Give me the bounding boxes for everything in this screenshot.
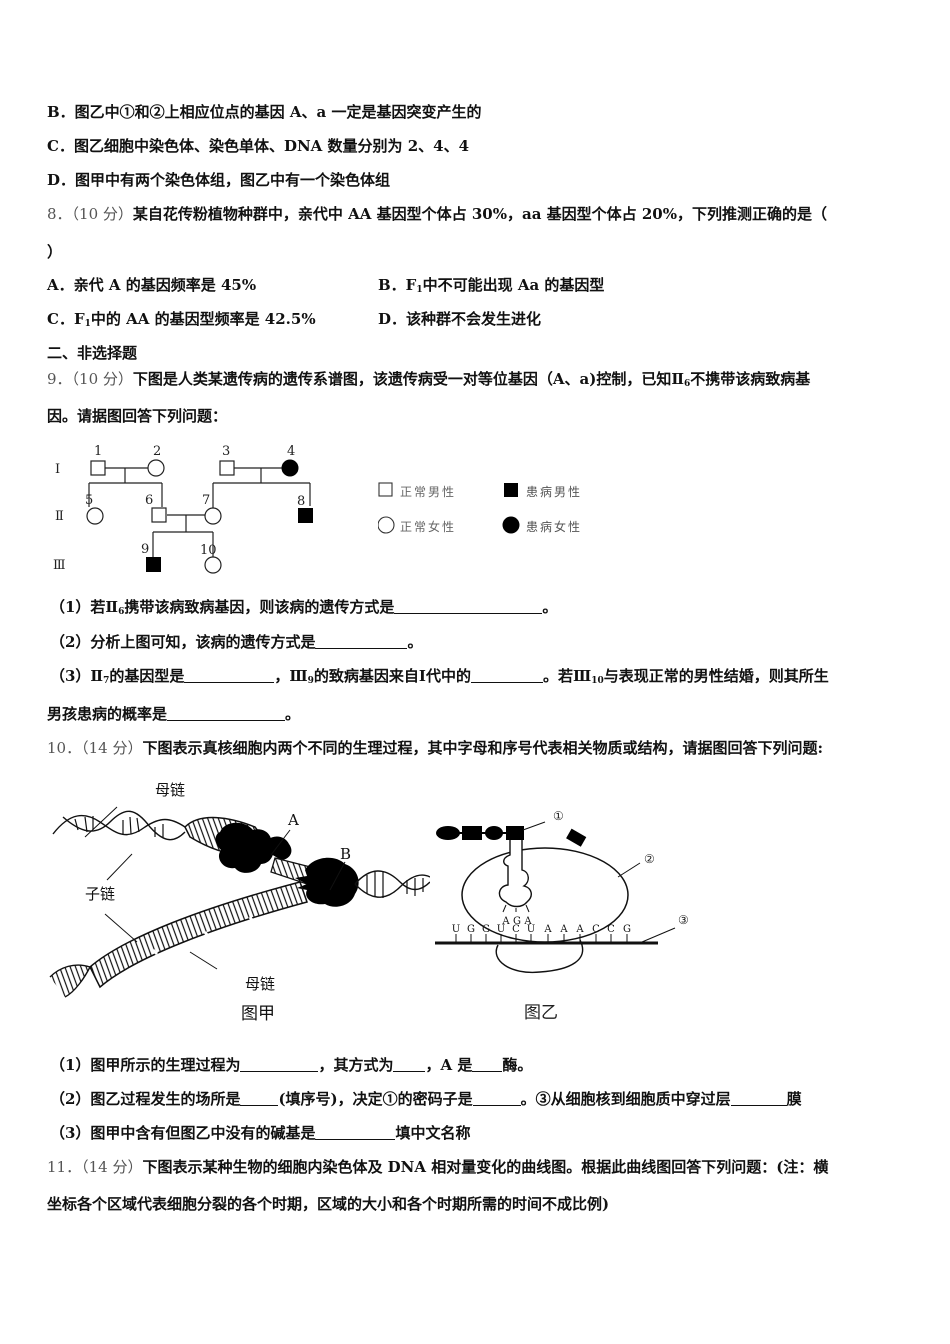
svg-text:①: ①: [553, 809, 564, 823]
svg-text:G: G: [467, 924, 475, 935]
svg-text:Ⅲ: Ⅲ: [53, 558, 66, 573]
q9-sub3: （3）Ⅱ7的基因型是，Ⅲ9的致病基因来自Ⅰ代中的。若Ⅲ10与表现正常的男性结婚，…: [50, 667, 829, 686]
individual-8: [298, 508, 313, 523]
svg-text:9: 9: [141, 542, 149, 557]
individual-2: [147, 459, 165, 477]
svg-text:10: 10: [200, 543, 217, 558]
q8-stem: 8．（10 分）某自花传粉植物种群中，亲代中 AA 基因型个体占 30%，aa …: [47, 204, 827, 224]
svg-text:Ⅰ: Ⅰ: [55, 462, 60, 477]
pedigree-legend: 正常男性 患病男性 正常女性 患病女性: [378, 481, 608, 541]
q10-sub2: （2）图乙过程发生的场所是(填序号)，决定①的密码子是。③从细胞核到细胞质中穿过…: [50, 1090, 802, 1108]
answer-blank[interactable]: [470, 668, 543, 683]
answer-blank[interactable]: [394, 599, 543, 614]
q8-number: 8．: [47, 205, 72, 223]
svg-text:8: 8: [297, 494, 305, 509]
svg-text:U: U: [452, 924, 460, 935]
individual-4: [281, 459, 299, 477]
answer-blank[interactable]: [240, 1057, 319, 1072]
q10-sub3: （3）图甲中含有但图乙中没有的碱基是填中文名称: [50, 1124, 471, 1142]
figure-yi-translation: A G A U G G U C U A A A C C G ① ② ③ 图乙: [435, 809, 689, 1023]
svg-text:3: 3: [222, 444, 230, 459]
svg-text:A: A: [523, 916, 532, 927]
q7-option-b: B．图乙中①和②上相应位点的基因 A、a 一定是基因突变产生的: [47, 103, 482, 121]
svg-text:5: 5: [85, 493, 93, 508]
q7-option-d: D．图甲中有两个染色体组，图乙中有一个染色体组: [47, 171, 391, 189]
svg-text:③: ③: [678, 913, 689, 927]
q9-sub3-line2: 男孩患病的概率是。: [47, 705, 301, 723]
q8-option-b: B．F1中不可能出现 Aa 的基因型: [378, 276, 605, 295]
individual-3: [219, 460, 235, 476]
svg-text:图甲: 图甲: [241, 1004, 275, 1024]
q8-stem-end: ）: [47, 243, 63, 261]
individual-6: [151, 507, 167, 523]
answer-blank[interactable]: [730, 1091, 787, 1106]
svg-text:Ⅱ: Ⅱ: [55, 509, 64, 524]
q11-stem: 11．（14 分）下图表示某种生物的细胞内染色体及 DNA 相对量变化的曲线图。…: [47, 1158, 829, 1176]
svg-text:G: G: [623, 924, 631, 935]
svg-text:②: ②: [644, 852, 655, 866]
svg-text:C: C: [607, 924, 615, 935]
normal-male-icon: [378, 482, 393, 497]
q9-sub2: （2）分析上图可知，该病的遗传方式是。: [50, 633, 423, 651]
q8-option-a: A．亲代 A 的基因频率是 45%: [47, 276, 257, 294]
q9-sub1: （1）若Ⅱ6携带该病致病基因，则该病的遗传方式是。: [50, 598, 558, 617]
q8-option-c: C．F1中的 AA 的基因型频率是 42.5%: [47, 310, 316, 329]
svg-text:母链: 母链: [155, 781, 185, 799]
q9-stem: 9．（10 分）下图是人类某遗传病的遗传系谱图，该遗传病受一对等位基因（A、a)…: [47, 370, 811, 389]
svg-text:A: A: [575, 924, 584, 935]
svg-text:G: G: [513, 916, 521, 927]
normal-female-icon: [378, 516, 395, 534]
svg-text:A: A: [559, 924, 568, 935]
q8-option-d: D．该种群不会发生进化: [378, 310, 542, 328]
answer-blank[interactable]: [240, 1091, 279, 1106]
q7-option-c: C．图乙细胞中染色体、染色单体、DNA 数量分别为 2、4、4: [47, 137, 470, 155]
svg-text:2: 2: [153, 444, 161, 459]
affected-male-icon: [504, 483, 518, 497]
q8-score: （10 分）: [71, 205, 133, 223]
affected-female-icon: [502, 516, 520, 534]
svg-text:子链: 子链: [85, 885, 115, 903]
svg-text:图乙: 图乙: [524, 1003, 558, 1023]
q10-stem: 10．（14 分）下图表示真核细胞内两个不同的生理过程，其中字母和序号代表相关物…: [47, 739, 823, 757]
svg-text:A: A: [501, 916, 510, 927]
svg-text:A: A: [287, 811, 299, 829]
svg-text:G: G: [482, 924, 490, 935]
answer-blank[interactable]: [472, 1091, 521, 1106]
svg-text:C: C: [512, 924, 520, 935]
svg-text:1: 1: [94, 444, 102, 459]
svg-text:4: 4: [287, 444, 295, 459]
individual-1: [90, 460, 106, 476]
svg-text:U: U: [497, 924, 505, 935]
svg-text:母链: 母链: [245, 975, 275, 993]
answer-blank[interactable]: [167, 706, 286, 721]
individual-10: [204, 556, 222, 574]
svg-text:U: U: [527, 924, 535, 935]
q10-sub1: （1）图甲所示的生理过程为，其方式为，A 是酶。: [50, 1056, 533, 1074]
individual-7: [204, 507, 222, 525]
answer-blank[interactable]: [184, 668, 275, 683]
answer-blank[interactable]: [393, 1057, 426, 1072]
figure-jia-dna-replication: 母链 子链 母链 A B 图甲: [49, 781, 430, 1024]
svg-text:6: 6: [145, 493, 153, 508]
answer-blank[interactable]: [472, 1057, 503, 1072]
answer-blank[interactable]: [315, 1125, 396, 1140]
q8-stem-text: 某自花传粉植物种群中，亲代中 AA 基因型个体占 30%，aa 基因型个体占 2…: [132, 205, 827, 223]
svg-text:B: B: [340, 845, 351, 863]
individual-9: [146, 557, 161, 572]
q9-stem-line2: 因。请据图回答下列问题：: [47, 407, 228, 425]
pedigree-chart: Ⅰ Ⅱ Ⅲ 1 2 3 4 5 6 7 8 9 10: [53, 444, 313, 574]
svg-text:7: 7: [202, 493, 210, 508]
svg-text:A: A: [543, 924, 552, 935]
answer-blank[interactable]: [315, 634, 408, 649]
svg-text:C: C: [592, 924, 600, 935]
q11-stem-line2: 坐标各个区域代表细胞分裂的各个时期，区域的大小和各个时期所需的时间不成比例): [47, 1195, 610, 1213]
section-heading: 二、非选择题: [47, 344, 138, 362]
individual-5: [86, 507, 104, 525]
